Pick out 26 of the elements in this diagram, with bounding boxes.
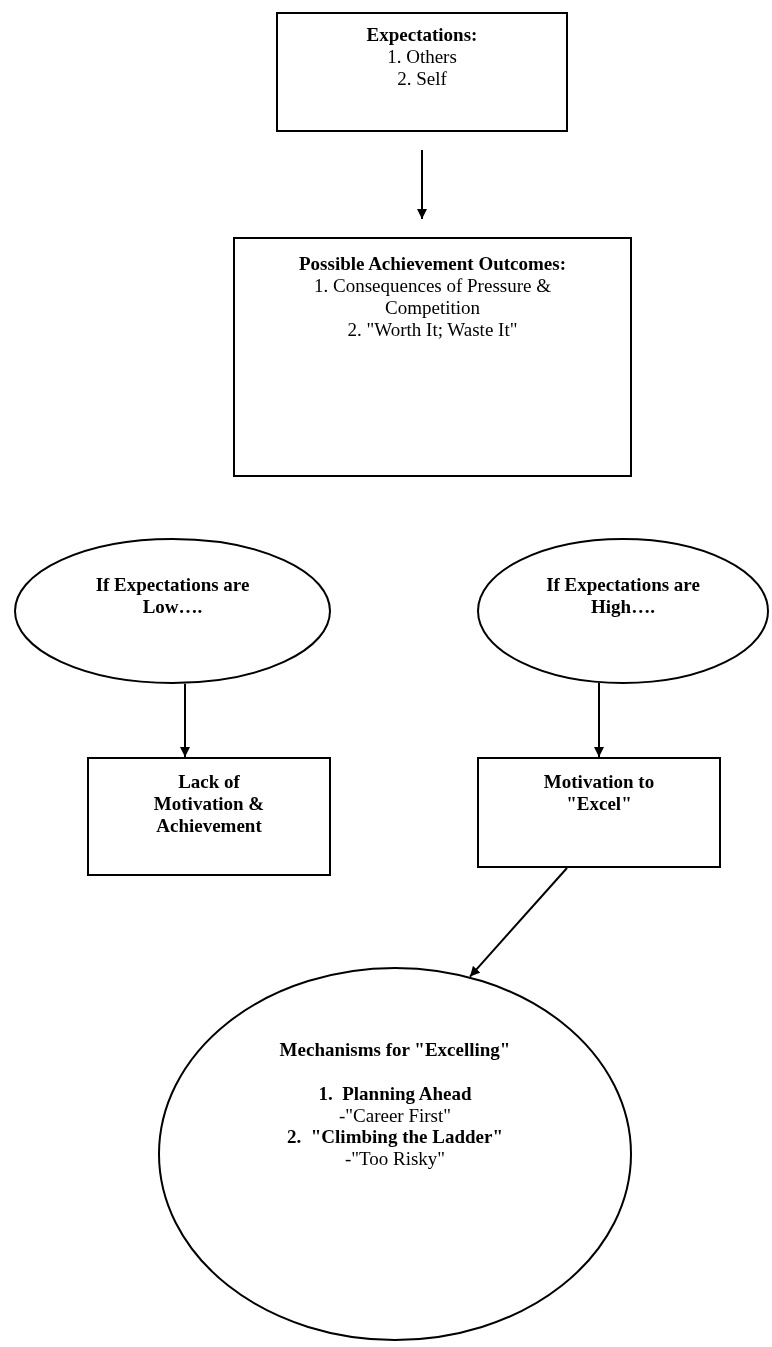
node-text: 2. "Worth It; Waste It"	[347, 318, 518, 341]
ellipse-node	[477, 538, 769, 684]
node-heading: Possible Achievement Outcomes:	[299, 253, 566, 275]
node-heading: Expectations:	[366, 24, 478, 46]
node-heading: Mechanisms for "Excelling"	[279, 1039, 511, 1061]
node-text: -"Career First"	[338, 1104, 452, 1127]
process-box	[477, 757, 721, 868]
arrow	[594, 682, 604, 758]
node-text: -"Too Risky"	[344, 1148, 446, 1171]
node-text: 1. Others	[387, 45, 457, 68]
ellipse-node	[14, 538, 331, 684]
ellipse-node	[158, 967, 632, 1341]
arrow	[180, 682, 190, 758]
process-box	[87, 757, 331, 876]
node-heading: If Expectations are Low….	[94, 574, 251, 618]
node-text: 2. "Climbing the Ladder"	[287, 1126, 503, 1149]
node-text: 1. Planning Ahead	[318, 1082, 472, 1105]
node-text: 2. Self	[397, 67, 447, 90]
arrow	[469, 867, 568, 978]
process-box	[233, 237, 632, 477]
node-heading: If Expectations are High….	[545, 574, 701, 618]
node-heading: Lack of Motivation & Achievement	[152, 771, 266, 837]
node-text: 1. Consequences of Pressure & Competition	[313, 274, 552, 319]
node-heading: Motivation to "Excel"	[542, 771, 656, 815]
arrow	[417, 149, 427, 220]
process-box	[276, 12, 568, 132]
